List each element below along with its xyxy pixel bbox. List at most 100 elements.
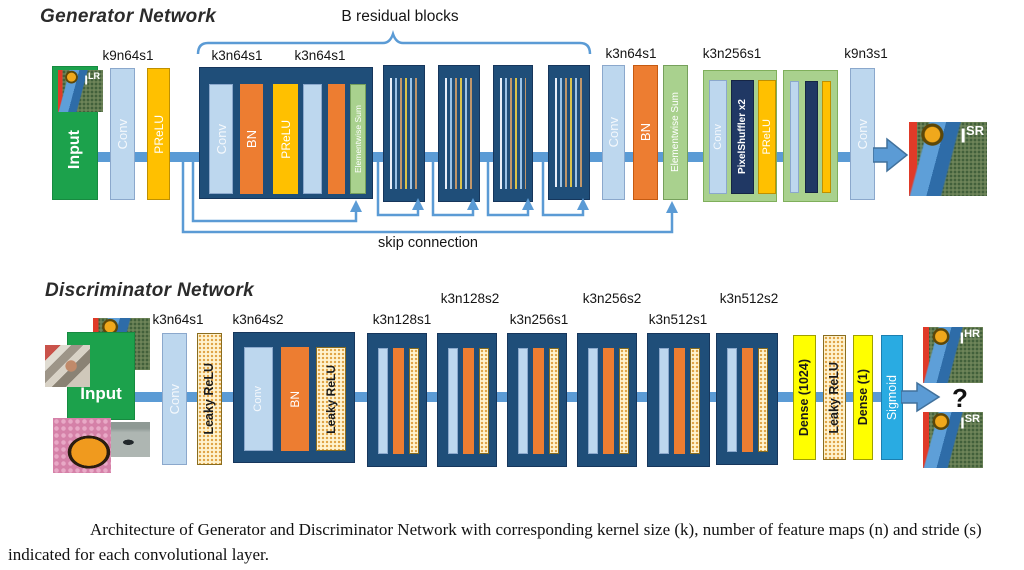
hr-image: IHR — [923, 327, 983, 383]
sr-compare-label: ISR — [960, 414, 980, 432]
mini-lrelu-bar — [690, 348, 700, 454]
gen-conv1-bar: Conv — [110, 68, 135, 200]
gen-label-k9n64s1: k9n64s1 — [102, 48, 154, 63]
gen-prelu1-bar: PReLU — [147, 68, 170, 200]
gen-finalconv-bar: Conv — [850, 68, 875, 200]
residual-block-mini-2 — [438, 65, 480, 202]
res-esum-bar: Elementwise Sum — [350, 84, 366, 194]
up1-prelu-bar: PReLU — [758, 80, 776, 194]
gen-label-k3n64s1-b: k3n64s1 — [294, 48, 346, 63]
skip-connection-label: skip connection — [378, 235, 478, 251]
gen-postbn-bar: BN — [633, 65, 658, 200]
up2-conv-bar — [790, 81, 799, 193]
mini-conv-bar — [659, 348, 669, 454]
figure-caption: Architecture of Generator and Discrimina… — [8, 520, 982, 564]
discriminator-input-label: Input — [80, 384, 122, 403]
sr-compare-label-base: I — [960, 415, 965, 433]
gen-postconv-bar: Conv — [602, 65, 625, 200]
disc-block-k3n128s1 — [367, 333, 427, 467]
dense-1-bar: Dense (1) — [853, 335, 873, 460]
mini-block-layers — [555, 78, 583, 187]
mini-block-layers — [500, 78, 526, 189]
res-prelu-text: PReLU — [278, 119, 293, 159]
gen-esum-text: Elementwise Sum — [669, 92, 681, 173]
gen-conv1-text: Conv — [115, 118, 130, 150]
res-conv2-bar — [303, 84, 322, 194]
sr-image-label: ISR — [960, 124, 984, 147]
residual-block-mini-3 — [493, 65, 533, 202]
generator-output-arrow — [873, 137, 909, 173]
disc-label-k3n256s2: k3n256s2 — [582, 291, 642, 306]
sigmoid-text: Sigmoid — [884, 374, 899, 421]
disc-block-bn-bar: BN — [281, 347, 309, 451]
hr-label-sup: HR — [964, 328, 980, 340]
up2-pixelshuffler-bar — [805, 81, 818, 193]
gen-label-k3n64s1-c: k3n64s1 — [605, 46, 657, 61]
disc-conv1-text: Conv — [167, 383, 182, 415]
sigmoid-bar: Sigmoid — [881, 335, 903, 460]
disc-lrelu-final-text: Leaky ReLU — [827, 361, 842, 434]
residual-blocks-banner: B residual blocks — [341, 8, 459, 25]
mini-bn-bar — [463, 348, 474, 454]
disc-block-lrelu-bar: Leaky ReLU — [316, 347, 346, 451]
gen-postconv-text: Conv — [606, 117, 621, 148]
gen-prelu1-text: PReLU — [151, 114, 166, 154]
residual-blocks-brace — [196, 30, 592, 55]
lr-image-label: ILR — [84, 72, 100, 87]
mini-bn-bar — [533, 348, 544, 454]
mini-conv-bar — [518, 348, 528, 454]
res-conv-bar: Conv — [209, 84, 233, 194]
mini-bn-bar — [393, 348, 404, 454]
sr-output-image: ISR — [909, 122, 987, 196]
gen-label-k9n3s1: k9n3s1 — [844, 46, 888, 61]
disc-label-k3n256s1: k3n256s1 — [509, 312, 569, 327]
dense-1024-text: Dense (1024) — [797, 358, 812, 437]
input-sample-woman — [45, 345, 90, 387]
res-esum-text: Elementwise Sum — [352, 104, 363, 174]
mini-bn-bar — [603, 348, 614, 454]
up1-pixelshuffler-text: PixelShuffler x2 — [736, 99, 748, 175]
up1-conv-bar: Conv — [709, 80, 727, 194]
up2-prelu-bar — [822, 81, 831, 193]
disc-lrelu-final-bar: Leaky ReLU — [823, 335, 846, 460]
disc-block-k3n128s2 — [437, 333, 497, 467]
disc-block-lrelu-text: Leaky ReLU — [324, 364, 338, 434]
gen-postbn-text: BN — [638, 123, 653, 142]
residual-block-mini-4 — [548, 65, 590, 200]
mini-lrelu-bar — [758, 348, 768, 452]
discriminator-title: Discriminator Network — [45, 280, 255, 301]
up1-conv-text: Conv — [711, 124, 724, 150]
mini-block-layers — [390, 78, 418, 189]
sr-label-sup: SR — [965, 123, 984, 138]
res-bn-bar: BN — [240, 84, 263, 194]
up1-pixelshuffler-bar: PixelShuffler x2 — [731, 80, 754, 194]
sr-compare-image: ISR — [923, 412, 983, 468]
residual-block-mini-1 — [383, 65, 425, 202]
disc-block-k3n512s1 — [647, 333, 710, 467]
mini-block-layers — [445, 78, 473, 189]
res-prelu-bar: PReLU — [273, 84, 298, 194]
lr-input-image: ILR — [58, 70, 103, 112]
disc-label-k3n512s1: k3n512s1 — [648, 312, 708, 327]
upsample-block-2 — [783, 70, 838, 202]
disc-lrelu1-text: Leaky ReLU — [202, 363, 217, 435]
mini-conv-bar — [588, 348, 598, 454]
gen-finalconv-text: Conv — [855, 118, 870, 150]
mini-conv-bar — [727, 348, 737, 452]
res-bn-text: BN — [244, 129, 259, 149]
up1-prelu-text: PReLU — [760, 119, 773, 155]
disc-block-k3n512s2 — [716, 333, 778, 465]
disc-label-k3n128s2: k3n128s2 — [440, 291, 500, 306]
disc-label-k3n128s1: k3n128s1 — [372, 312, 432, 327]
sr-label-base: I — [960, 125, 966, 148]
res-conv-text: Conv — [213, 123, 229, 155]
disc-label-k3n64s2: k3n64s2 — [232, 312, 284, 327]
question-mark: ? — [952, 383, 968, 413]
mini-lrelu-bar — [479, 348, 489, 454]
dense-1024-bar: Dense (1024) — [793, 335, 816, 460]
generator-flow-line — [90, 152, 877, 162]
mini-conv-bar — [378, 348, 388, 454]
disc-label-k3n512s2: k3n512s2 — [719, 291, 779, 306]
disc-block-conv-text: Conv — [252, 386, 264, 412]
